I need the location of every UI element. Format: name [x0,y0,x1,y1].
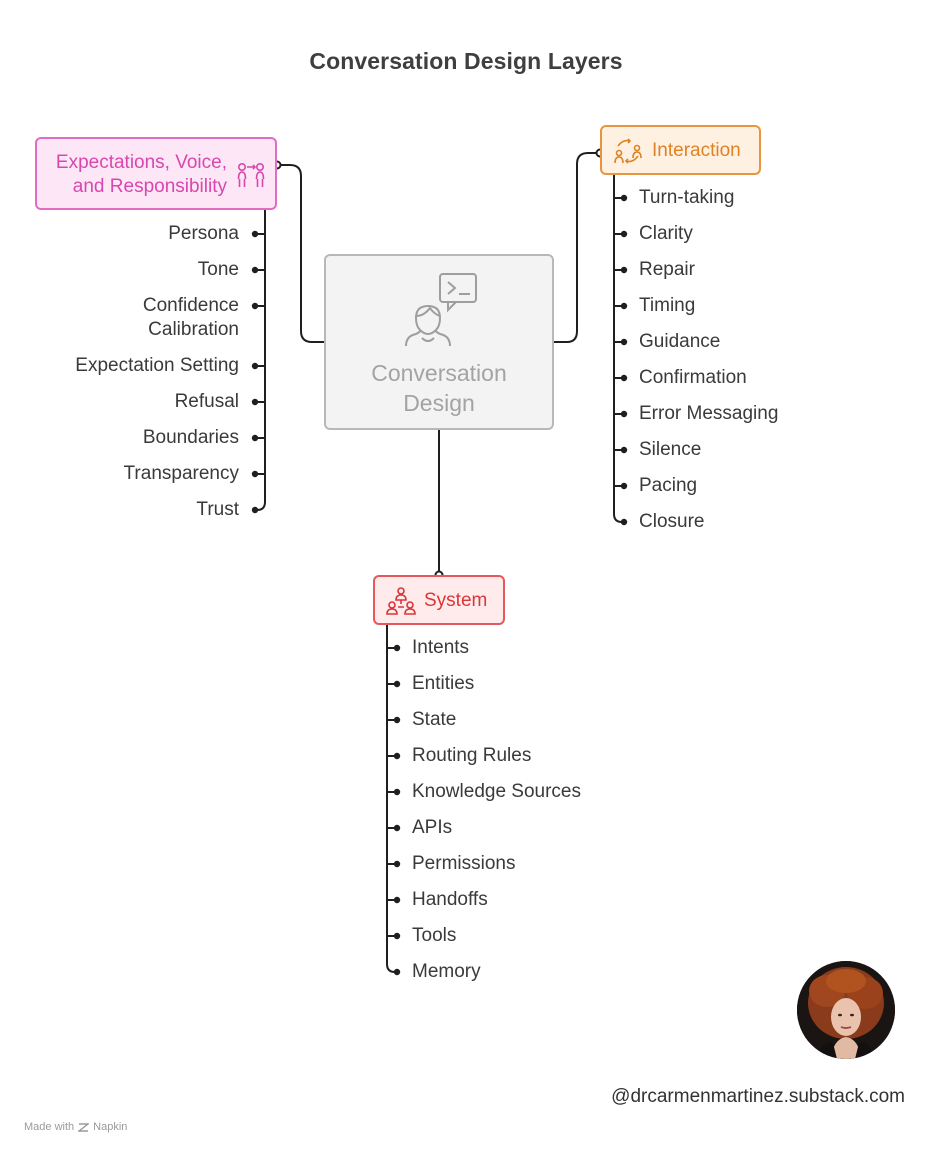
author-handle[interactable]: @drcarmenmartinez.substack.com [611,1086,905,1107]
branch-dot [620,482,628,490]
interaction-item: Error Messaging [639,403,779,424]
person-chat-icon [405,273,477,347]
branch-dot [251,230,259,238]
napkin-brand-text: Napkin [93,1121,128,1133]
expectations-item: Tone [197,259,239,280]
branch-dot [620,338,628,346]
system-network-icon [386,587,416,615]
system-node: System [373,575,505,625]
branch-dot [620,374,628,382]
branch-dot [393,896,401,904]
branch-dot [393,752,401,760]
branch-dot [620,194,628,202]
system-item: Memory [412,961,481,982]
branch-dot [393,860,401,868]
system-item: Handoffs [412,889,488,910]
system-label: System [424,590,488,611]
diagram-title: Conversation Design Layers [309,48,623,74]
interaction-item: Guidance [639,331,721,352]
branch-dot [251,362,259,370]
author-portrait-icon [797,961,895,1059]
branch-dot [251,266,259,274]
interaction-label: Interaction [652,140,741,161]
expectations-label: Expectations, Voice, and Responsibility [56,151,227,199]
expectations-item: Trust [196,499,239,520]
branch-dot [620,266,628,274]
expectations-item: Refusal [174,391,239,412]
system-item: Intents [412,637,470,658]
system-item: State [412,709,457,730]
branch-dot [620,410,628,418]
expectations-item: Boundaries [142,427,239,448]
interaction-node: Interaction [600,125,761,175]
branch-dot [620,446,628,454]
branch-dot [251,398,259,406]
branch-dot [620,302,628,310]
interaction-item: Repair [639,259,695,280]
napkin-logo-icon [78,1122,90,1132]
expectations-item: Persona [168,223,239,244]
interaction-item: Turn-taking [639,187,735,208]
expectations-item: Confidence Calibration [142,295,239,340]
system-item: Permissions [412,853,516,874]
central-label: Conversation Design [326,358,552,418]
expectations-label-line2: and Responsibility [72,176,227,197]
system-item: Entities [412,673,475,694]
branch-dot [393,716,401,724]
branch-dot [620,518,628,526]
made-with-text: Made with [24,1121,75,1133]
system-item: APIs [412,817,453,838]
expectations-label-line1: Expectations, Voice, [55,152,227,173]
branch-dot [251,302,259,310]
system-item: Knowledge Sources [412,781,581,802]
made-with-badge: Made with Napkin [24,1121,127,1133]
branch-dot [393,680,401,688]
system-item: Routing Rules [412,745,532,766]
branch-dot [251,434,259,442]
interaction-item: Closure [639,511,705,532]
system-item: Tools [412,925,457,946]
expectations-item: Transparency [123,463,239,484]
interaction-item: Clarity [639,223,693,244]
interaction-cycle-icon [614,138,642,164]
central-label-line1: Conversation [371,360,507,386]
branch-dot [393,788,401,796]
expectations-node: Expectations, Voice, and Responsibility [35,137,277,210]
branch-dot [393,644,401,652]
branch-dot [393,824,401,832]
central-node: Conversation Design [324,254,554,430]
branch-dot [251,470,259,478]
branch-dot [251,506,259,514]
interaction-item: Silence [639,439,702,460]
branch-dot [620,230,628,238]
author-avatar [797,961,895,1059]
two-people-icon [237,162,265,187]
interaction-item: Pacing [639,475,698,496]
branch-dot [393,968,401,976]
branch-dot [393,932,401,940]
central-label-line2: Design [403,390,475,416]
interaction-item: Confirmation [639,367,747,388]
expectations-item: Expectation Setting [75,355,239,376]
interaction-item: Timing [639,295,696,316]
